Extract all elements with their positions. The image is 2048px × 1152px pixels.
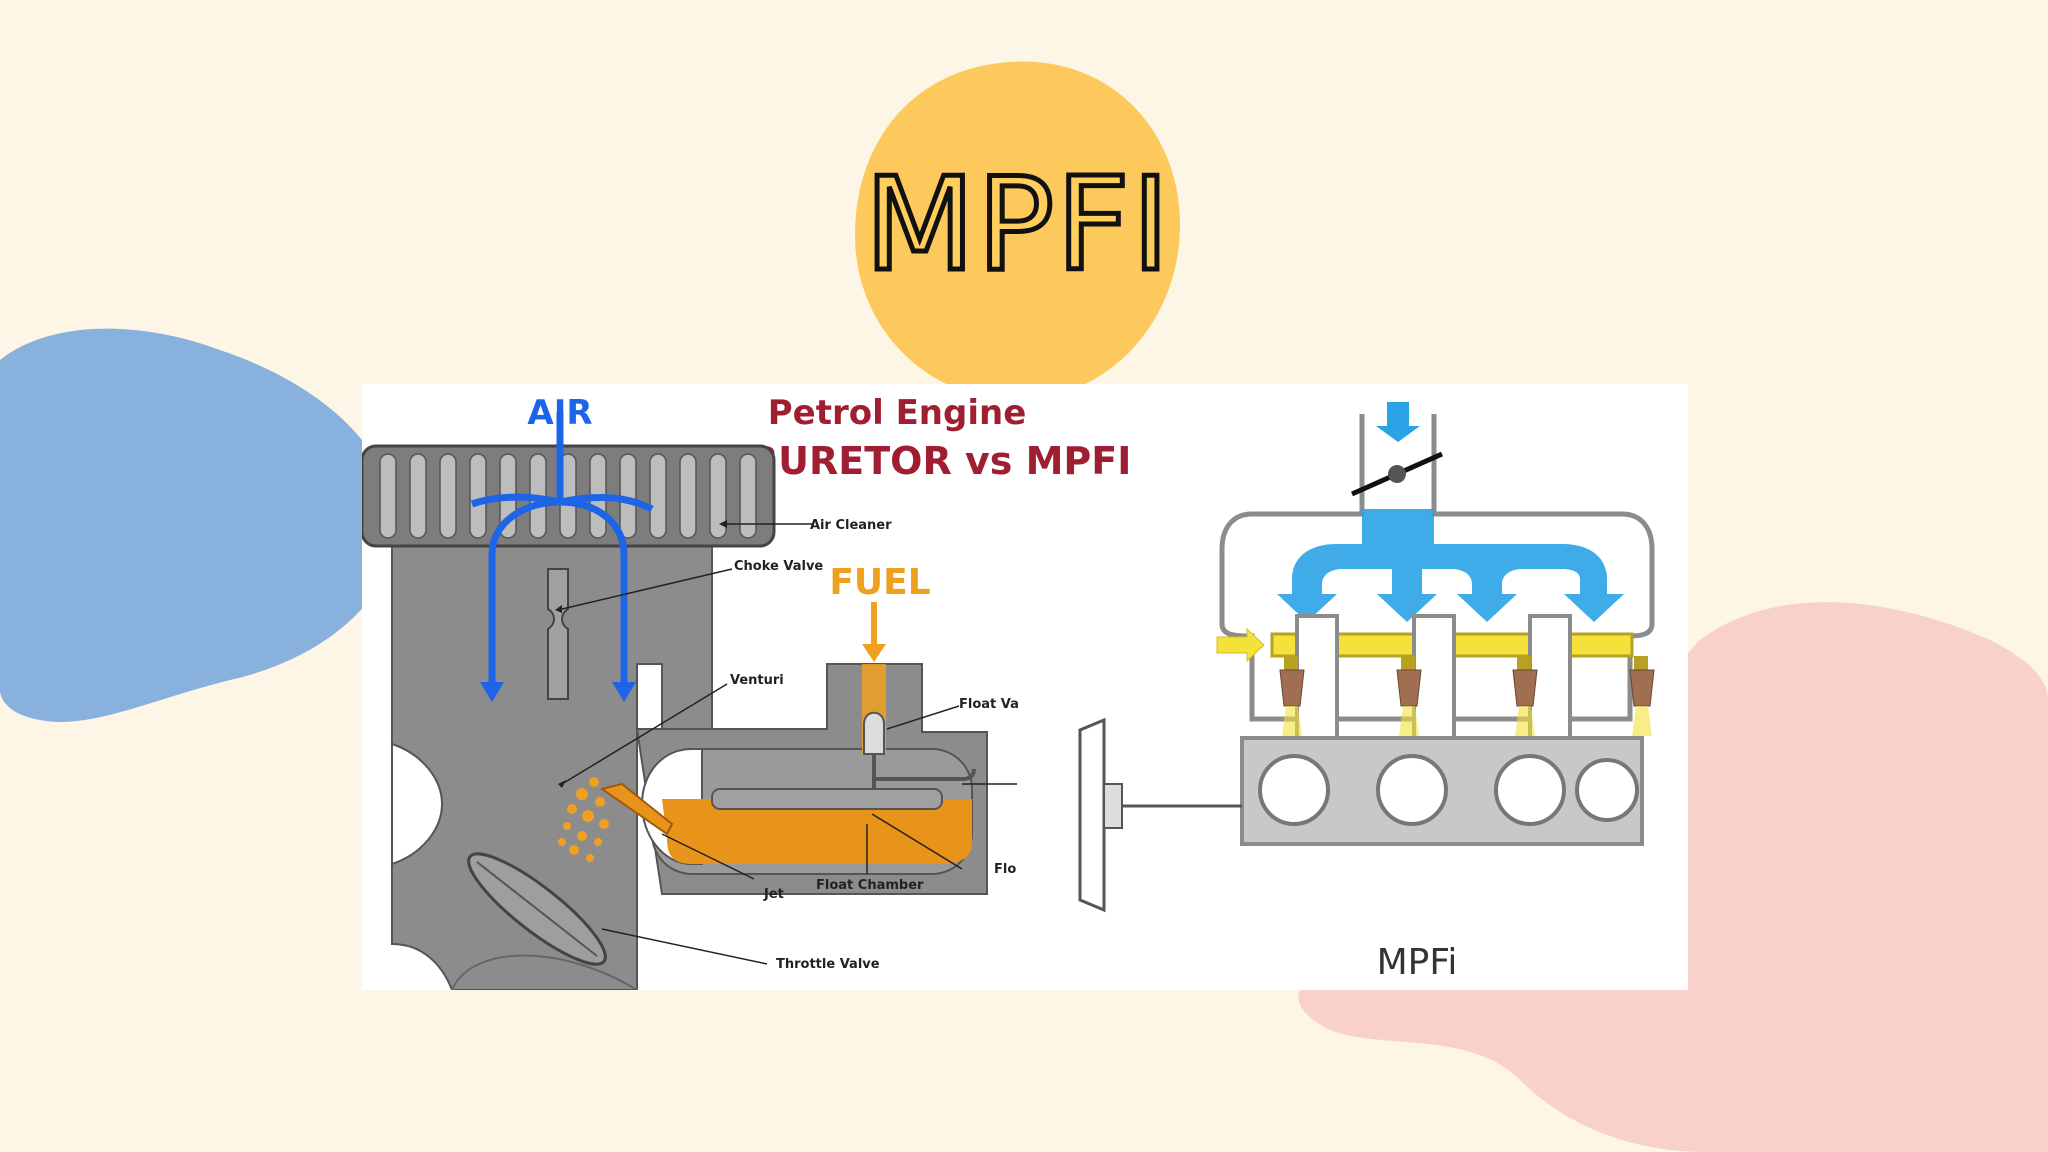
carburetor-leader-arrowheads (555, 520, 727, 788)
mpfi-flywheel (1078, 717, 1106, 913)
title-circle (855, 61, 1180, 401)
mpfi-throttle-pivot (1388, 465, 1406, 483)
label-venturi: Venturi (730, 673, 784, 688)
label-jet: Jet (763, 887, 784, 902)
injector (1629, 656, 1655, 736)
label-float-valve: Float Va (959, 697, 1019, 712)
fuel-pool (662, 799, 972, 864)
choke-valve (547, 568, 569, 700)
throttle-shaft (476, 861, 598, 957)
carburetor-vs-mpfi-diagram: Petrol Engine CARBURETOR vs MPFI (362, 384, 1688, 990)
air-arrow-head-right (612, 682, 636, 702)
blue-blob (0, 328, 396, 722)
carburetor-body (391, 543, 713, 990)
slide-title: MPFI (862, 148, 1172, 302)
fuel-spray (558, 777, 609, 862)
fuel-label: FUEL (829, 562, 930, 603)
diagram-title-line1: Petrol Engine (768, 393, 1027, 433)
air-flow-arrows (470, 412, 654, 684)
mpfi-flywheel-hub (1103, 783, 1123, 829)
cylinder-bores (1258, 754, 1639, 826)
mpfi-air-flow (1277, 509, 1624, 622)
mpfi-caption: MPFi (1377, 942, 1458, 983)
venturi-bulge (391, 742, 444, 866)
float (711, 788, 943, 810)
label-float: Flo (994, 862, 1016, 877)
label-choke-valve: Choke Valve (734, 559, 823, 574)
carburetor-illustration: AIR FUEL (362, 393, 1019, 990)
label-air-cleaner: Air Cleaner (810, 518, 892, 533)
injector (1396, 656, 1422, 736)
label-float-chamber: Float Chamber (816, 878, 924, 893)
injector (1279, 656, 1305, 736)
carburetor-leader-lines (561, 523, 1017, 965)
label-throttle-valve: Throttle Valve (776, 957, 880, 972)
air-label: AIR (527, 393, 592, 433)
float-arm (872, 754, 976, 789)
mpfi-inlet-arrow (1376, 402, 1420, 442)
venturi-inner-lines (451, 954, 638, 990)
air-arrow-head-left (480, 682, 504, 702)
fuel-rail-inlet-arrow (1216, 627, 1265, 663)
jet (599, 782, 674, 836)
fuel-injectors (1279, 656, 1655, 736)
injector (1512, 656, 1538, 736)
float-valve (863, 711, 885, 755)
fuel-inlet-arrow-head (862, 644, 886, 662)
mpfi-illustration: MPFi (1078, 402, 1655, 983)
